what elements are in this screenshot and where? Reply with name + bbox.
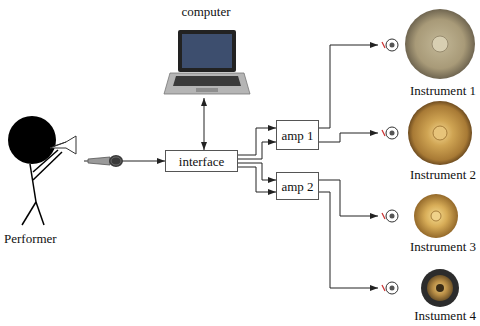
process-box: amp 1 — [276, 120, 319, 150]
box-label: interface — [179, 154, 224, 169]
laptop-icon — [164, 30, 250, 94]
box-label: amp 1 — [281, 128, 313, 143]
performer-node: Performer — [4, 110, 84, 246]
transducer-icon — [382, 282, 398, 294]
box-label: amp 2 — [281, 179, 313, 194]
signal-arrow — [238, 167, 276, 192]
node-label: computer — [181, 4, 230, 19]
transducer-icon — [382, 39, 398, 51]
node-label: Instument 4 — [414, 308, 476, 323]
node-label: Performer — [4, 231, 57, 246]
gong-image — [421, 269, 459, 307]
signal-arrow — [319, 45, 378, 128]
instrument-node: Instrument 3 — [378, 192, 476, 254]
transducer-icon — [382, 210, 398, 222]
signal-arrow — [204, 98, 205, 150]
signal-arrow — [238, 163, 276, 180]
instrument-node: Instrument 1 — [378, 6, 476, 98]
signal-arrow — [238, 142, 276, 159]
signal-arrow — [319, 180, 378, 216]
cymbal-image — [408, 101, 472, 165]
node-label: Instrument 2 — [410, 167, 476, 182]
computer-node: computer — [166, 4, 246, 98]
cymbal-image — [405, 9, 475, 79]
process-box: interface — [165, 150, 238, 172]
node-label: Instrument 1 — [410, 83, 476, 98]
instrument-node: Instument 4 — [378, 266, 476, 323]
transducer-icon — [382, 127, 398, 139]
signal-arrow — [319, 192, 378, 288]
instrument-node: Instrument 2 — [378, 98, 476, 182]
process-box: amp 2 — [276, 172, 319, 200]
performer-figure — [8, 116, 76, 225]
cymbal-image — [414, 194, 458, 238]
signal-arrow — [319, 133, 378, 142]
microphone-icon — [88, 155, 123, 167]
node-label: Instrument 3 — [410, 239, 476, 254]
